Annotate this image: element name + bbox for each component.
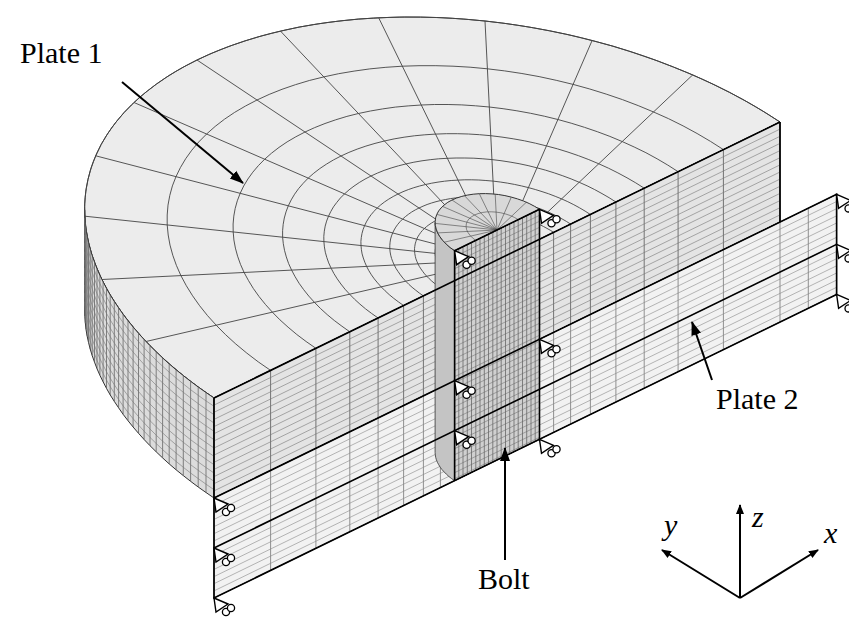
roller-wheel: [845, 205, 849, 212]
bolt-mesh-line: [455, 245, 540, 286]
bolt-mesh-line: [535, 211, 536, 441]
symmetry-frame: [539, 209, 541, 439]
bolt-mesh-line: [455, 275, 540, 316]
mesh-face-line: [214, 193, 780, 469]
mesh-face-line: [780, 122, 781, 222]
bolt-mesh-line: [539, 209, 540, 439]
roller-wheel: [845, 305, 849, 312]
bolt-mesh-line: [455, 311, 540, 352]
roller-wheel: [553, 446, 560, 453]
bolt-mesh-line: [455, 305, 540, 346]
bolt-mesh-line: [455, 317, 540, 358]
bolt-top-cap: [435, 194, 539, 251]
y-axis-arrow: [662, 550, 740, 598]
roller-wheel: [227, 604, 234, 611]
bolt-mesh-line: [455, 299, 540, 340]
bolt-mesh-line: [497, 230, 498, 460]
x-axis-arrow: [740, 550, 818, 598]
mesh-radial-line: [102, 263, 438, 280]
mesh-radial-line: [281, 31, 465, 226]
bolt-mesh-line: [455, 287, 540, 328]
mesh-side-line: [85, 293, 214, 481]
bolt-mesh-line: [455, 419, 540, 460]
bolt-side: [435, 223, 455, 481]
bolt-mesh-line: [526, 216, 527, 446]
axis-label: z: [752, 500, 764, 533]
mesh-face-line: [214, 209, 837, 513]
bolt-mesh-line: [455, 329, 540, 370]
bolt-mesh-line: [455, 341, 540, 382]
bolt-mesh-line: [455, 437, 540, 478]
part-label: Plate 2: [716, 382, 799, 415]
plate1-leader: [122, 82, 243, 183]
mesh-radial-line: [197, 60, 452, 230]
bolt-mesh-line: [492, 232, 493, 462]
bolt-mesh-line: [518, 220, 519, 450]
part-label: Plate 1: [20, 36, 103, 69]
symmetry-frame: [214, 194, 837, 598]
bolt-mesh-line: [455, 251, 540, 292]
bolt-mesh-line: [454, 251, 455, 481]
bolt-mesh-line: [455, 263, 540, 304]
bolt-mesh-line: [455, 323, 540, 364]
mesh-side-line: [85, 302, 214, 490]
roller-wheel: [468, 437, 475, 444]
bolt-mesh-line: [455, 335, 540, 376]
bolt-mesh-line: [455, 269, 540, 310]
mesh-radial-line: [134, 103, 443, 237]
bolt-mesh-line: [509, 224, 510, 454]
symmetry-frame: [455, 209, 540, 250]
bolt-mesh-line: [501, 228, 502, 458]
bolt-mesh-line: [484, 236, 485, 466]
bolt-mesh-line: [480, 238, 481, 468]
part-label: Bolt: [478, 562, 530, 595]
plate2-leader: [692, 322, 712, 380]
roller-wheel: [227, 504, 234, 511]
bolt-mesh-line: [455, 383, 540, 424]
bolt-mesh-line: [531, 213, 532, 443]
bolt-leader: [504, 448, 506, 560]
roller-wheel: [227, 554, 234, 561]
roller-wheel: [468, 257, 475, 264]
bolt-mesh-line: [455, 365, 540, 406]
bolt-mesh-line: [514, 222, 515, 452]
symmetry-frame: [779, 122, 781, 222]
bolt-mesh-line: [466, 212, 518, 241]
bolt-mesh-line: [455, 257, 540, 298]
roller-wheel: [845, 255, 849, 262]
z-axis-arrow: [739, 505, 741, 598]
bolt-mesh-line: [455, 413, 540, 454]
roller-wheel: [468, 387, 475, 394]
mesh-radial-line: [85, 216, 435, 253]
symmetry-frame: [214, 122, 780, 398]
roller-wheel: [553, 216, 560, 223]
roller-wheel: [553, 346, 560, 353]
bolt-mesh-line: [522, 218, 523, 448]
mesh-radial-line: [96, 156, 437, 245]
bolt-mesh-line: [455, 281, 540, 322]
bolt-mesh-line: [505, 226, 506, 456]
bolt-mesh-line: [455, 359, 540, 400]
mesh-radial-line: [511, 41, 592, 228]
bolt-mesh-line: [455, 377, 540, 418]
bolt-mesh-line: [455, 371, 540, 412]
bolt-mesh-line: [455, 347, 540, 388]
bolt-mesh-line: [475, 240, 476, 470]
mesh-side-line: [85, 285, 214, 473]
plate2-face: [214, 194, 837, 598]
bolt-mesh-line: [455, 293, 540, 334]
plate1-outer-side: [85, 210, 214, 498]
bolt-mesh-line: [455, 431, 540, 472]
symmetry-frame: [454, 251, 456, 481]
symmetry-frame: [214, 244, 837, 548]
bolt-mesh-line: [455, 395, 540, 436]
axis-label: y: [664, 508, 677, 541]
bolt-mesh-line: [488, 234, 489, 464]
mesh-radial-line: [379, 18, 480, 224]
bolt-mesh-line: [455, 407, 540, 448]
axis-label: x: [824, 516, 837, 549]
